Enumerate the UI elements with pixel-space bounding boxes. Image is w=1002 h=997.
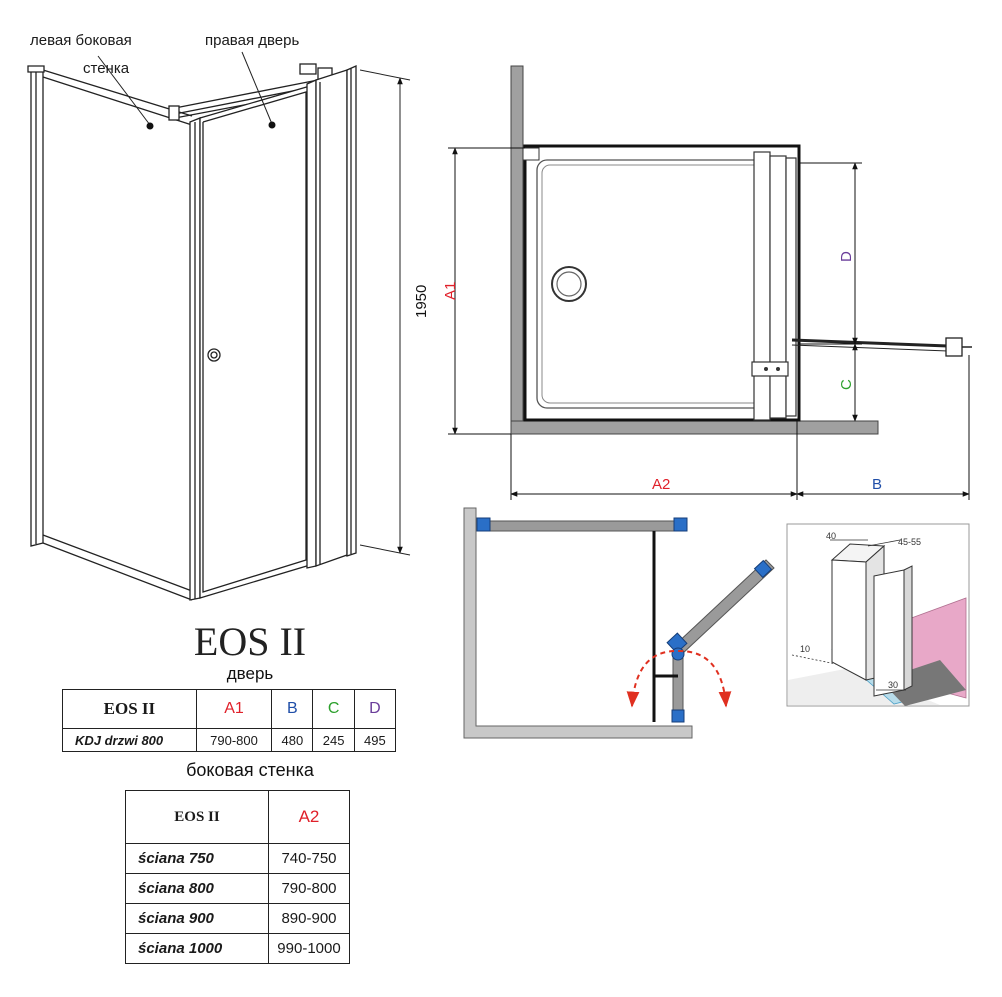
wall-table-cell: ściana 750 [125, 843, 269, 874]
product-title: EOS II [193, 619, 307, 664]
drain-icon [551, 266, 587, 302]
dim-b: B [872, 476, 882, 493]
door-table-header-b: B [271, 689, 314, 729]
plan-wall-left [510, 65, 524, 435]
door-table-cell: 245 [312, 728, 355, 752]
door-table-cell: 790-800 [195, 728, 273, 752]
detail-40: 40 [826, 531, 836, 541]
wall-table-cell: 890-900 [268, 903, 350, 934]
detail-45-55: 45-55 [898, 537, 921, 547]
wall-table-cell: 740-750 [268, 843, 350, 874]
right-fixed-panel [306, 64, 357, 569]
door-table-cell: 480 [271, 728, 314, 752]
door-table-cell: 495 [353, 728, 397, 752]
wall-table-cell: 790-800 [268, 873, 350, 904]
perspective-view [27, 51, 411, 601]
door-table-header-a1: A1 [195, 689, 273, 729]
swing-schematic [463, 507, 775, 739]
wall-table-cell: ściana 1000 [125, 933, 269, 964]
swing-arrow [626, 649, 732, 708]
door-table-cell: KDJ drzwi 800 [62, 728, 197, 752]
dim-d: D [838, 251, 855, 262]
wall-table-cell: ściana 900 [125, 903, 269, 934]
height-value: 1950 [413, 285, 430, 318]
hinge-icon [476, 517, 491, 532]
plan-wall-bottom [510, 420, 879, 435]
plan-open-door [791, 338, 949, 348]
door-table: EOS II A1 B C D KDJ drzwi 800 790-800 48… [62, 689, 397, 752]
dim-c: C [838, 379, 855, 390]
plan-side-panel [753, 151, 771, 421]
wall-table-cell: 990-1000 [268, 933, 350, 964]
dim-a1: A1 [442, 282, 459, 300]
height-dimension [359, 69, 411, 556]
plan-dimensions [448, 147, 970, 500]
profile-detail [786, 523, 970, 707]
door-handle-icon [945, 337, 963, 357]
right-door-label: правая дверь [205, 32, 299, 49]
wall-table-header-a2: A2 [268, 790, 350, 844]
wall-table-caption: боковая стенка [186, 760, 314, 780]
right-door-panel [189, 85, 311, 601]
door-table-header-model: EOS II [62, 689, 197, 729]
detail-10: 10 [800, 644, 810, 654]
left-wall-label-line2: стенка [83, 60, 130, 77]
detail-30: 30 [888, 680, 898, 690]
door-table-header-c: C [312, 689, 355, 729]
wall-table-cell: ściana 800 [125, 873, 269, 904]
wall-table-header-model: EOS II [125, 790, 269, 844]
door-table-header-d: D [353, 689, 397, 729]
left-side-wall [27, 65, 193, 601]
door-table-caption: дверь [226, 664, 274, 683]
dim-a2: A2 [652, 476, 670, 493]
plan-view [510, 65, 972, 435]
left-wall-label-line1: левая боковая [30, 32, 132, 49]
